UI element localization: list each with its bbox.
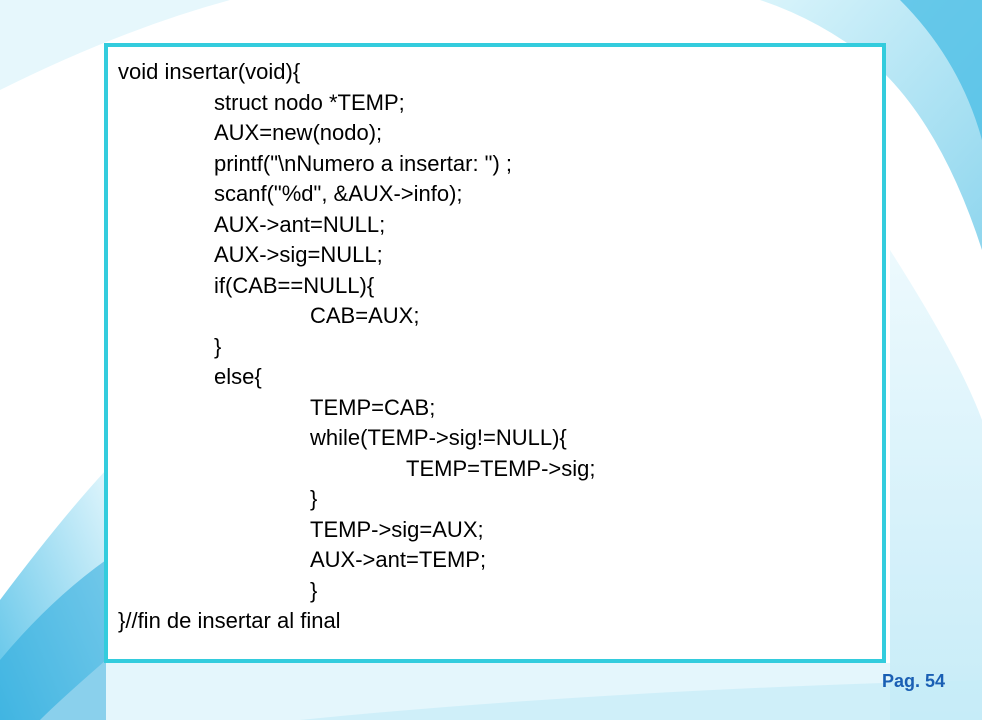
code-line: if(CAB==NULL){ [214,272,375,298]
code-line: else{ [214,364,262,389]
code-line: AUX=new(nodo); [214,120,383,145]
code-line: TEMP=TEMP->sig; [406,455,596,481]
code-line: } [310,486,318,511]
code-line: } [310,577,318,603]
code-line: CAB=AUX; [310,303,420,328]
code-line: AUX->sig=NULL; [214,242,383,267]
code-line: void insertar(void){ [118,59,301,84]
page-number: Pag. 54 [881,671,945,691]
code-line: AUX->ant=NULL; [214,211,386,237]
code-line: while(TEMP->sig!=NULL){ [310,425,567,450]
code-line: }//fin de insertar al final [118,608,341,633]
code-line: scanf("%d", &AUX->info); [214,181,463,206]
code-line: AUX->ant=TEMP; [310,547,487,572]
code-line: } [214,333,222,359]
code-line: struct nodo *TEMP; [214,89,405,115]
code-frame: void insertar(void){ struct nodo *TEMP; … [104,43,886,663]
code-line: printf("\nNumero a insertar: ") ; [214,150,513,176]
code-line: TEMP->sig=AUX; [310,516,484,542]
code-line: TEMP=CAB; [310,394,436,420]
